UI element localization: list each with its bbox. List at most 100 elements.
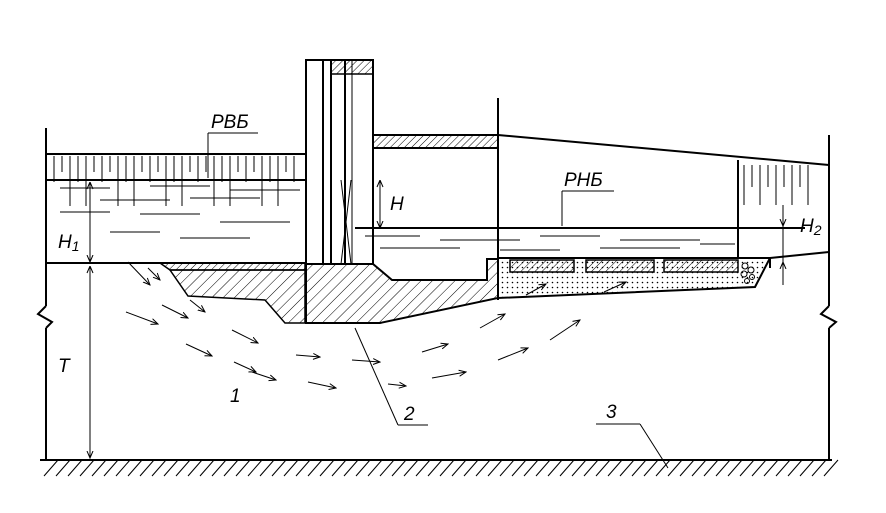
downstream-apron	[497, 257, 772, 300]
upstream-apron	[157, 262, 306, 324]
upstream-level-label: РВБ	[211, 112, 249, 133]
ground-hatch-stroke	[223, 459, 239, 477]
ground-hatch-stroke	[355, 459, 371, 477]
flow-arrow	[307, 381, 336, 388]
flow-arrow	[161, 304, 188, 318]
ground-hatch-stroke	[295, 459, 311, 477]
ground-hatch-stroke	[235, 459, 251, 477]
ground-hatch-stroke	[283, 459, 299, 477]
ground-hatch-stroke	[115, 459, 131, 477]
ground-hatch-stroke	[139, 459, 155, 477]
ground-hatch-stroke	[415, 459, 431, 477]
structure-number: 2	[403, 404, 415, 425]
gravel-filter	[740, 262, 755, 284]
flow-arrow	[387, 384, 406, 386]
ground-hatch-stroke	[343, 459, 359, 477]
head-downstream-sub: 2	[813, 222, 822, 238]
ground-hatch-stroke	[427, 459, 443, 477]
ground-hatch-stroke	[475, 459, 491, 477]
ground-hatch-stroke	[667, 459, 683, 477]
ground-hatch-stroke	[199, 459, 215, 477]
flow-arrow	[497, 348, 528, 361]
depth-label: T	[58, 356, 71, 377]
ground-hatch-stroke	[163, 459, 179, 477]
ground-hatch-stroke	[595, 459, 611, 477]
head-upstream-label: H1	[58, 232, 80, 254]
ground-hatch-stroke	[103, 459, 119, 477]
head-upstream-letter: H	[58, 232, 72, 253]
ground-hatch-stroke	[631, 459, 647, 477]
head-upstream-sub: 1	[72, 238, 80, 254]
ground-hatch-stroke	[583, 459, 599, 477]
ground-hatch-stroke	[571, 459, 587, 477]
flow-arrow	[231, 329, 258, 343]
ground-hatch-stroke	[67, 459, 83, 477]
ground-hatch-stroke	[151, 459, 167, 477]
ground-hatch-stroke	[175, 459, 191, 477]
ground-hatch-stroke	[811, 459, 827, 477]
ground-hatch-stroke	[787, 459, 803, 477]
base-ground	[40, 459, 839, 477]
flow-arrow	[125, 311, 158, 324]
ground-hatch-stroke	[523, 459, 539, 477]
ground-hatch-stroke	[727, 459, 743, 477]
ground-hatch-stroke	[451, 459, 467, 477]
ground-hatch-stroke	[775, 459, 791, 477]
ground-hatch-stroke	[247, 459, 263, 477]
ground-hatch-stroke	[331, 459, 347, 477]
ground-hatch-stroke	[79, 459, 95, 477]
ground-hatch-stroke	[679, 459, 695, 477]
ground-hatch-stroke	[511, 459, 527, 477]
ground-hatch-stroke	[739, 459, 755, 477]
ground-hatch-stroke	[499, 459, 515, 477]
ground-hatch-stroke	[607, 459, 623, 477]
ground-hatch-stroke	[691, 459, 707, 477]
bridge-deck	[372, 98, 830, 300]
ground-hatch-stroke	[751, 459, 767, 477]
ground-hatch-stroke	[715, 459, 731, 477]
flow-arrow	[479, 314, 505, 329]
ground-hatch-stroke	[619, 459, 635, 477]
upstream-reservoir	[46, 153, 305, 264]
ground-hatch-stroke	[799, 459, 815, 477]
flow-arrow	[351, 360, 380, 362]
ground-hatch-stroke	[703, 459, 719, 477]
downstream-level-label: РНБ	[564, 170, 603, 191]
ground-hatch-stroke	[367, 459, 383, 477]
flow-arrow	[525, 284, 546, 296]
ground-hatch-stroke	[55, 459, 71, 477]
gate-pier	[305, 59, 374, 265]
ground-hatch-stroke	[211, 459, 227, 477]
ground-hatch-stroke	[271, 459, 287, 477]
ground-hatch-stroke	[403, 459, 419, 477]
ground-hatch-stroke	[487, 459, 503, 477]
ground-hatch-stroke	[307, 459, 323, 477]
ground-hatch-stroke	[439, 459, 455, 477]
flow-arrow	[431, 372, 466, 379]
downstream-channel	[355, 160, 830, 268]
seepage-flow-arrows	[125, 261, 626, 388]
ground-hatch-stroke	[91, 459, 107, 477]
ground-hatch-stroke	[463, 459, 479, 477]
ground-hatch-stroke	[763, 459, 779, 477]
flow-arrow	[251, 371, 276, 380]
flow-arrow	[549, 320, 580, 341]
flow-arrow	[421, 344, 448, 353]
flow-arrow	[127, 261, 150, 285]
head-label: H	[390, 194, 404, 215]
foundation-number: 1	[230, 386, 241, 407]
ground-hatch-stroke	[319, 459, 335, 477]
flow-arrow	[233, 361, 256, 372]
ground-hatch-stroke	[559, 459, 575, 477]
flow-arrow	[295, 355, 320, 357]
ground-hatch-stroke	[391, 459, 407, 477]
base-number: 3	[606, 402, 617, 423]
dimension-lines	[90, 180, 783, 458]
leader-lines	[207, 132, 669, 469]
ground-hatch-stroke	[643, 459, 659, 477]
ground-hatch-stroke	[127, 459, 143, 477]
flow-arrow	[603, 282, 626, 293]
head-downstream-label: H2	[800, 216, 822, 238]
ground-hatch-stroke	[535, 459, 551, 477]
